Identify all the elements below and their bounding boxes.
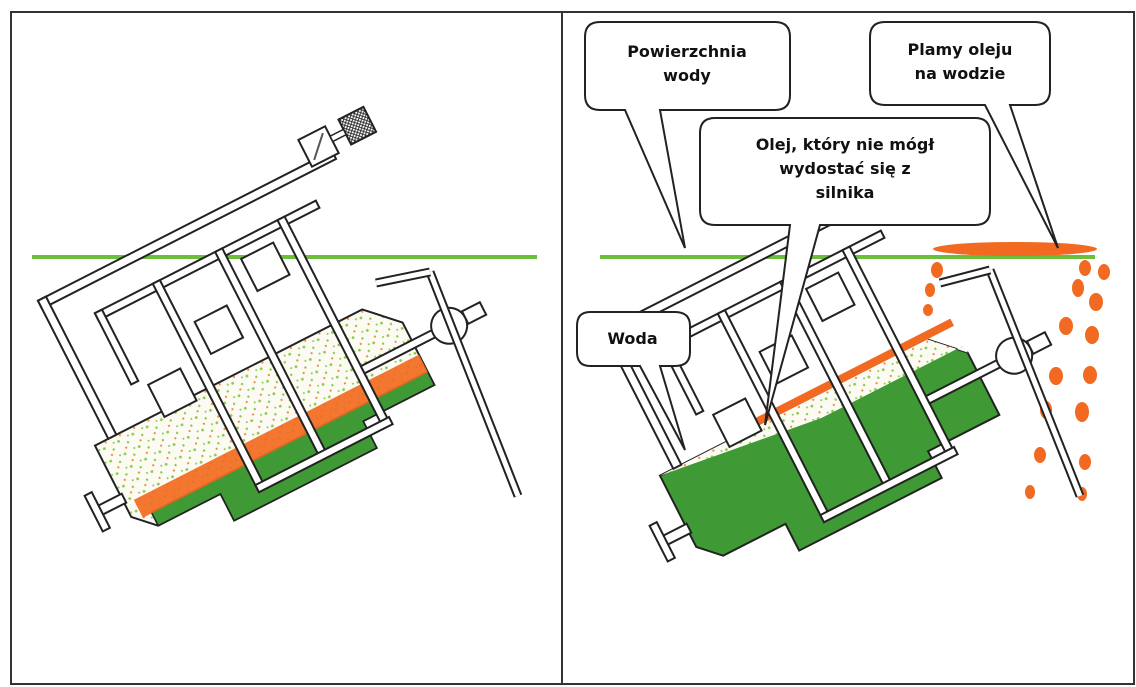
cylinder-3-left xyxy=(239,241,291,293)
cylinder-2-left xyxy=(193,304,245,356)
cylinder-1-right xyxy=(711,397,763,449)
engine-water-left xyxy=(150,370,436,527)
label-trapped-oil: Olej, który nie mógł wydostać się z siln… xyxy=(755,135,935,202)
oil-droplets xyxy=(923,260,1110,501)
engine-left xyxy=(36,105,488,533)
cylinder-3-right xyxy=(804,271,856,323)
oil-layer-left xyxy=(133,354,429,518)
bubble-trapped-oil xyxy=(699,117,991,426)
label-surface: Powierzchnia wody xyxy=(627,42,747,85)
label-oil-spots: Plamy oleju na wodzie xyxy=(907,40,1013,83)
bubble-water xyxy=(576,311,691,451)
bubble-surface xyxy=(584,21,791,249)
surface-oil-slick xyxy=(933,242,1097,256)
label-water: Woda xyxy=(607,329,658,348)
cylinder-1-left xyxy=(146,367,198,419)
bubble-oil-spots xyxy=(869,21,1059,249)
